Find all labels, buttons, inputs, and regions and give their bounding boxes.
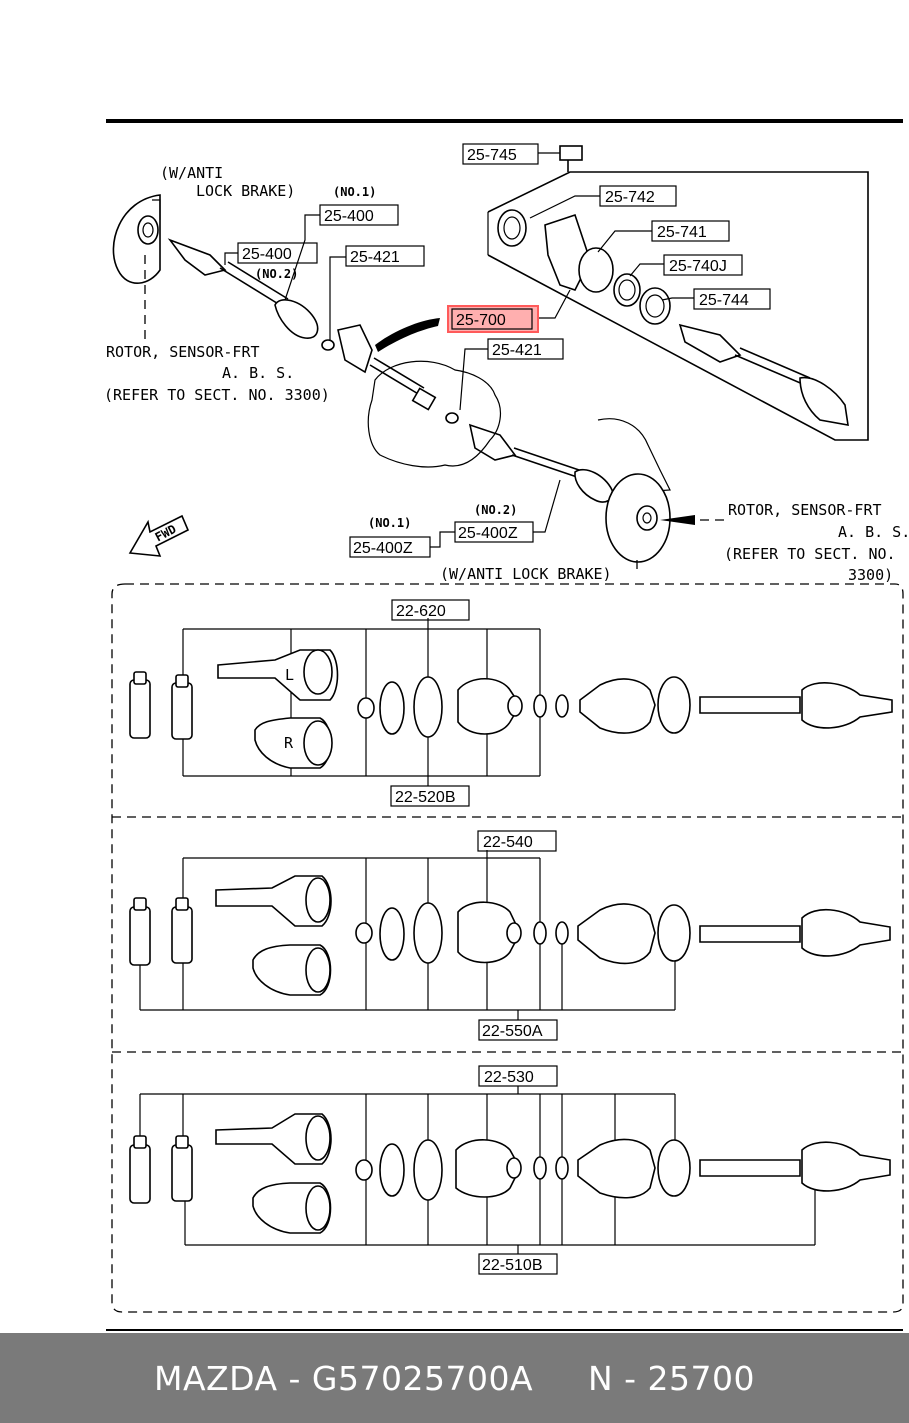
kit-2-bottom-number: 22-550A [482, 1023, 543, 1040]
kit-2: 22-540 22-550A [129, 830, 891, 1041]
left-hub-disc [112, 194, 161, 284]
hub-inset-frame [487, 171, 869, 441]
kit-1-bottom-number: 22-520B [395, 789, 456, 806]
part-number-25-745: 25-745 [467, 147, 517, 164]
part-number-25-744: 25-744 [699, 292, 749, 309]
no2-label-left: (NO.2) [255, 267, 298, 281]
part-number-25-741: 25-741 [657, 224, 707, 241]
svg-text:L: L [285, 666, 294, 684]
rotor-label-right-4: 3300) [848, 566, 893, 584]
kit-2-top-number: 22-540 [483, 834, 533, 851]
fwd-arrow: FWD [128, 514, 190, 557]
part-number-25-700: 25-700 [456, 312, 506, 329]
kit-outer-frame [111, 583, 904, 1313]
highlight-25-700 [447, 305, 539, 333]
no1-label-left: (NO.1) [333, 185, 376, 199]
leader-lines-upper [152, 152, 694, 548]
part-boxes-upper: 25-745 25-742 25-741 25-740J 25-744 25-7… [237, 143, 771, 558]
right-hub-knuckle [597, 418, 671, 563]
part-number-footer: MAZDA - G57025700A N - 25700 [0, 1333, 909, 1423]
part-number-25-742: 25-742 [605, 189, 655, 206]
part-number-25-400-no2: 25-400 [242, 246, 292, 263]
left-driveshaft [167, 238, 614, 503]
kit-3: 22-530 22-510B [129, 1065, 891, 1275]
engine-outline [367, 360, 502, 468]
part-number-25-421-a: 25-421 [350, 249, 400, 266]
no2-label-bottom: (NO.2) [474, 503, 517, 517]
anti-lock-label-left-2: LOCK BRAKE) [196, 182, 295, 200]
part-number-25-421-b: 25-421 [492, 342, 542, 359]
kit-3-bottom-number: 22-510B [482, 1257, 543, 1274]
rotor-label-left-2: A. B. S. [222, 364, 294, 382]
anti-lock-label-left-1: (W/ANTI [160, 164, 223, 182]
kit-3-top-number: 22-530 [484, 1069, 534, 1086]
svg-text:R: R [284, 734, 294, 752]
rotor-label-left-3: (REFER TO SECT. NO. 3300) [104, 386, 330, 404]
anti-lock-label-bottom: (W/ANTI LOCK BRAKE) [440, 565, 612, 583]
parts-diagram: .ln { stroke:#000; stroke-width:1.6; fil… [104, 119, 909, 1331]
part-number-25-400z-no1: 25-400Z [353, 540, 413, 557]
part-number-25-740j: 25-740J [669, 258, 727, 275]
rotor-label-right-3: (REFER TO SECT. NO. [724, 545, 896, 563]
annotations-upper: (W/ANTI LOCK BRAKE) (NO.1) (NO.2) ROTOR,… [104, 164, 909, 584]
kit-1-top-number: 22-620 [396, 603, 446, 620]
dashed-guides-upper [144, 255, 728, 575]
part-number-25-400z-no2: 25-400Z [458, 525, 518, 542]
no1-label-bottom: (NO.1) [368, 516, 411, 530]
footer-text: MAZDA - G57025700A N - 25700 [153, 1358, 756, 1398]
rotor-label-right-1: ROTOR, SENSOR-FRT [728, 501, 882, 519]
rotor-label-left-1: ROTOR, SENSOR-FRT [106, 343, 260, 361]
hub-components [497, 145, 849, 426]
part-number-25-400-no1: 25-400 [324, 208, 374, 225]
kit-1: L R 22-620 22-520B [129, 599, 893, 807]
pointer-arrow [375, 318, 440, 352]
rotor-label-right-2: A. B. S. [838, 523, 909, 541]
